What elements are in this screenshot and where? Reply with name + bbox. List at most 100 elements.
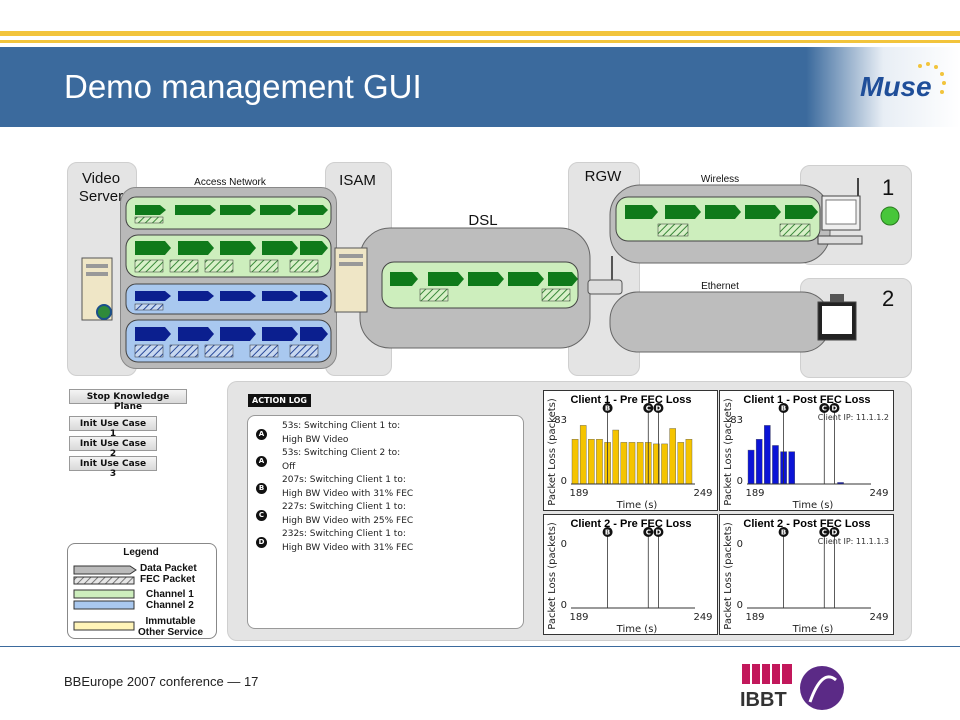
- chart-marker-label: C: [822, 405, 827, 413]
- log-marker: C: [256, 510, 267, 521]
- chart-marker-label: C: [822, 529, 827, 537]
- log-entry-line: 53s: Switching Client 2 to:: [282, 448, 401, 458]
- y-tick-label: 0: [561, 539, 567, 550]
- chart-marker-label: B: [605, 529, 610, 537]
- chart-marker: [819, 403, 830, 413]
- chart-client-ip: Client IP: 11.1.1.3: [818, 537, 889, 546]
- log-entry: D 232s: Switching Client 1 to: High BW V…: [255, 528, 520, 555]
- footer-divider: [0, 646, 960, 647]
- legend-immutable-swatch: [73, 621, 135, 631]
- x-tick-label: 189: [569, 612, 588, 623]
- chart-bar: [788, 451, 795, 485]
- chart-marker: [829, 527, 840, 537]
- wireless-label: Wireless: [700, 174, 740, 185]
- chart-marker: [778, 403, 789, 413]
- log-entry-detail: Off: [282, 461, 296, 472]
- y-tick-label: 0: [561, 476, 567, 487]
- legend-title: Legend: [123, 547, 159, 558]
- ibbt-logo: IBBT: [740, 664, 844, 711]
- x-tick-label: 249: [869, 488, 888, 499]
- chart-frame: [543, 514, 718, 635]
- legend-channel2-swatch: [73, 600, 135, 610]
- footer-text: BBEurope 2007 conference — 17: [64, 674, 259, 689]
- chart-marker-label: B: [781, 405, 786, 413]
- chart-bar: [747, 449, 755, 485]
- y-tick-label: 83: [730, 415, 743, 426]
- stop-knowledge-plane-button[interactable]: Stop Knowledge Plane: [69, 389, 187, 412]
- x-tick-label: 249: [869, 612, 888, 623]
- log-entry-detail: High BW Video with 31% FEC: [282, 488, 414, 499]
- y-axis-label: Packet Loss (packets): [547, 398, 558, 506]
- chart-marker-label: C: [646, 529, 651, 537]
- log-entry-detail: High BW Video with 31% FEC: [282, 542, 414, 553]
- init-use-case-2-button[interactable]: Init Use Case 2: [69, 436, 157, 459]
- chart-marker: [602, 403, 613, 413]
- legend-channel2: Channel 2: [146, 600, 194, 611]
- y-tick-label: 83: [554, 415, 567, 426]
- log-entry-detail: High BW Video with 25% FEC: [282, 515, 414, 526]
- x-axis-label: Time (s): [792, 624, 834, 635]
- y-axis-label: Packet Loss (packets): [723, 398, 734, 506]
- chart-bar: [636, 442, 644, 485]
- x-tick-label: 249: [693, 488, 712, 499]
- chart-marker: [643, 403, 654, 413]
- chart-title: Client 1 - Post FEC Loss: [743, 394, 870, 406]
- chart-marker-label: B: [605, 405, 610, 413]
- chart-marker-label: D: [832, 529, 838, 537]
- init-use-case-1-button[interactable]: Init Use Case 1: [69, 416, 157, 439]
- chart-marker-label: B: [781, 529, 786, 537]
- init-use-case-3-button[interactable]: Init Use Case 3: [69, 456, 157, 479]
- chart-bar: [685, 439, 693, 485]
- client2-number: 2: [882, 286, 895, 311]
- chart-marker-label: D: [832, 405, 838, 413]
- y-axis-label: Packet Loss (packets): [723, 522, 734, 630]
- y-axis-label: Packet Loss (packets): [547, 522, 558, 630]
- chart-title: Client 2 - Pre FEC Loss: [570, 518, 691, 530]
- chart-marker: [829, 403, 840, 413]
- chart-bar: [588, 439, 595, 485]
- rgw-label: RGW: [584, 168, 622, 185]
- x-axis-label: Time (s): [792, 500, 834, 511]
- client1-number: 1: [882, 175, 895, 200]
- chart-marker: [653, 527, 664, 537]
- chart-client-ip: Client IP: 11.1.1.2: [818, 413, 889, 422]
- chart-marker: [819, 527, 830, 537]
- log-entry: A 53s: Switching Client 1 to: High BW Vi…: [255, 420, 520, 447]
- chart-bar: [677, 442, 685, 485]
- chart-title: Client 2 - Post FEC Loss: [743, 518, 870, 530]
- chart-bar: [764, 425, 771, 485]
- legend-swatches: [73, 565, 137, 631]
- title-banner: [0, 47, 960, 127]
- chart-bar: [669, 428, 676, 485]
- chart-marker: [643, 527, 654, 537]
- log-entry-detail: High BW Video: [282, 434, 349, 445]
- chart-marker: [778, 527, 789, 537]
- dsl-label: DSL: [468, 212, 498, 229]
- alcatel-logo-mark: [800, 666, 844, 710]
- chart-marker: [602, 527, 613, 537]
- legend-data-packet-swatch: [73, 565, 137, 575]
- log-entry-line: 207s: Switching Client 1 to:: [282, 475, 406, 485]
- muse-logo: Muse: [860, 62, 946, 102]
- legend-channel1: Channel 1: [146, 589, 194, 600]
- legend-channel1-swatch: [73, 589, 135, 599]
- chart-marker-label: C: [646, 405, 651, 413]
- y-tick-label: 0: [737, 539, 743, 550]
- muse-logo-text: Muse: [860, 71, 932, 102]
- log-entry-line: 53s: Switching Client 1 to:: [282, 421, 401, 431]
- log-entry: B 207s: Switching Client 1 to: High BW V…: [255, 474, 520, 501]
- video-server-label: Video Server: [78, 170, 124, 205]
- log-marker: A: [256, 456, 267, 467]
- action-log-title: ACTION LOG: [248, 394, 311, 407]
- x-tick-label: 189: [745, 612, 764, 623]
- y-tick-label: 0: [737, 600, 743, 611]
- log-entry: A 53s: Switching Client 2 to: Off: [255, 447, 520, 474]
- chart-marker-label: D: [656, 529, 662, 537]
- ibbt-logo-text: IBBT: [740, 689, 787, 711]
- chart-bar: [571, 439, 579, 485]
- log-marker: D: [256, 537, 267, 548]
- x-tick-label: 249: [693, 612, 712, 623]
